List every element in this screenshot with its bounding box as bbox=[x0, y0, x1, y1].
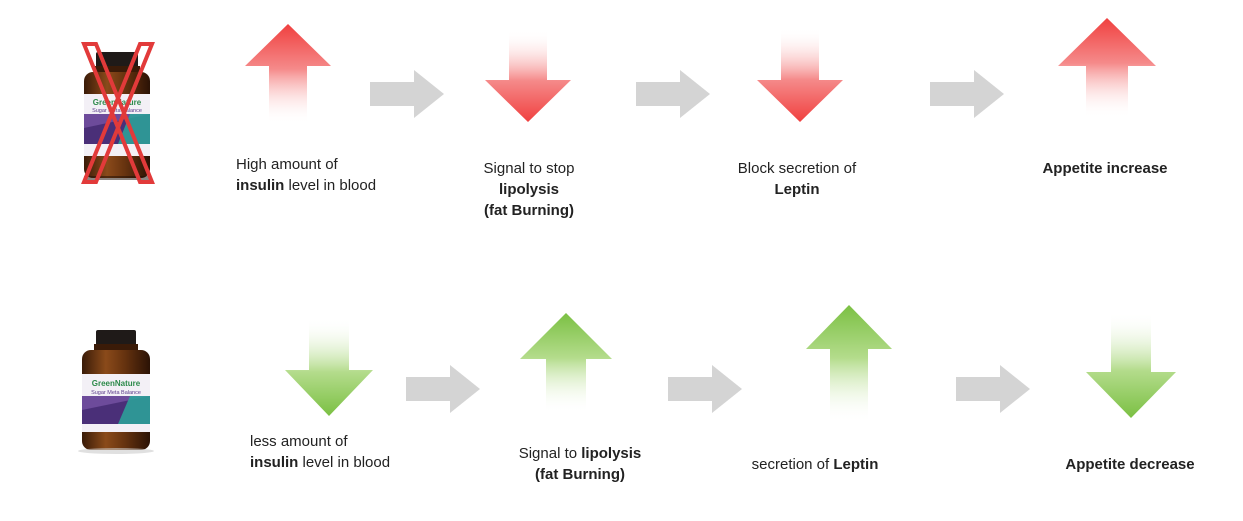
connector-arrow bbox=[668, 365, 742, 413]
caption-text: level in blood bbox=[284, 177, 377, 194]
cross-mark bbox=[81, 42, 155, 184]
caption-line: secretion of Leptin bbox=[740, 454, 890, 475]
caption-keyword: insulin bbox=[250, 454, 299, 471]
bottle-product: Sugar Meta Balance bbox=[92, 108, 142, 114]
arrow-up-green bbox=[806, 305, 892, 423]
caption-text: secretion of bbox=[751, 456, 834, 473]
step-caption: Appetite decrease bbox=[1055, 454, 1205, 475]
caption-line: insulin level in blood bbox=[236, 175, 376, 196]
caption-keyword: lipolysis bbox=[581, 445, 642, 462]
caption-line: less amount of bbox=[250, 433, 348, 450]
connector-arrow bbox=[930, 70, 1004, 118]
arrow-up-red bbox=[1058, 18, 1156, 118]
product-bottle: GreenNature Sugar Meta Balance bbox=[78, 330, 154, 454]
step-caption: High amount of insulin level in blood bbox=[236, 154, 376, 196]
connector-arrow bbox=[406, 365, 480, 413]
connector-arrow bbox=[370, 70, 444, 118]
caption-keyword: (fat Burning) bbox=[535, 466, 625, 483]
arrow-up-green bbox=[520, 313, 612, 413]
arrow-down-red bbox=[485, 30, 571, 122]
step-caption: less amount of insulin level in blood bbox=[250, 431, 390, 473]
bottle-product: Sugar Meta Balance bbox=[91, 390, 141, 396]
caption-line: Signal to lipolysis bbox=[500, 443, 660, 464]
caption-keyword: Appetite increase bbox=[1042, 160, 1168, 177]
connector-arrow bbox=[956, 365, 1030, 413]
caption-line: Signal to stop bbox=[483, 160, 575, 177]
caption-keyword: Leptin bbox=[774, 181, 820, 198]
caption-line: Block secretion of bbox=[737, 160, 857, 177]
product-bottle-crossed: GreenNature Sugar Meta Balance bbox=[81, 42, 155, 184]
step-caption: Signal to stop lipolysis (fat Burning) bbox=[454, 158, 604, 221]
step-caption: Appetite increase bbox=[1030, 158, 1180, 179]
bottle-brand: GreenNature bbox=[92, 379, 141, 388]
caption-text: level in blood bbox=[298, 454, 391, 471]
caption-keyword: (fat Burning) bbox=[484, 202, 574, 219]
arrow-up-red bbox=[245, 24, 331, 124]
caption-text: Signal to bbox=[518, 445, 582, 462]
arrow-down-green bbox=[1086, 312, 1176, 418]
caption-keyword: insulin bbox=[236, 177, 285, 194]
caption-line: insulin level in blood bbox=[250, 452, 390, 473]
caption-line: High amount of bbox=[236, 156, 338, 173]
caption-keyword: Leptin bbox=[833, 456, 879, 473]
arrow-down-red bbox=[757, 28, 843, 122]
arrow-down-green bbox=[285, 318, 373, 416]
connector-arrow bbox=[636, 70, 710, 118]
step-caption: Block secretion of Leptin bbox=[722, 158, 872, 200]
step-caption: Signal to lipolysis (fat Burning) bbox=[500, 443, 660, 485]
bottle-cap bbox=[96, 52, 138, 68]
step-caption: secretion of Leptin bbox=[740, 454, 890, 475]
caption-keyword: Appetite decrease bbox=[1065, 456, 1195, 473]
bottle-cap bbox=[96, 330, 136, 346]
caption-keyword: lipolysis bbox=[498, 181, 560, 198]
